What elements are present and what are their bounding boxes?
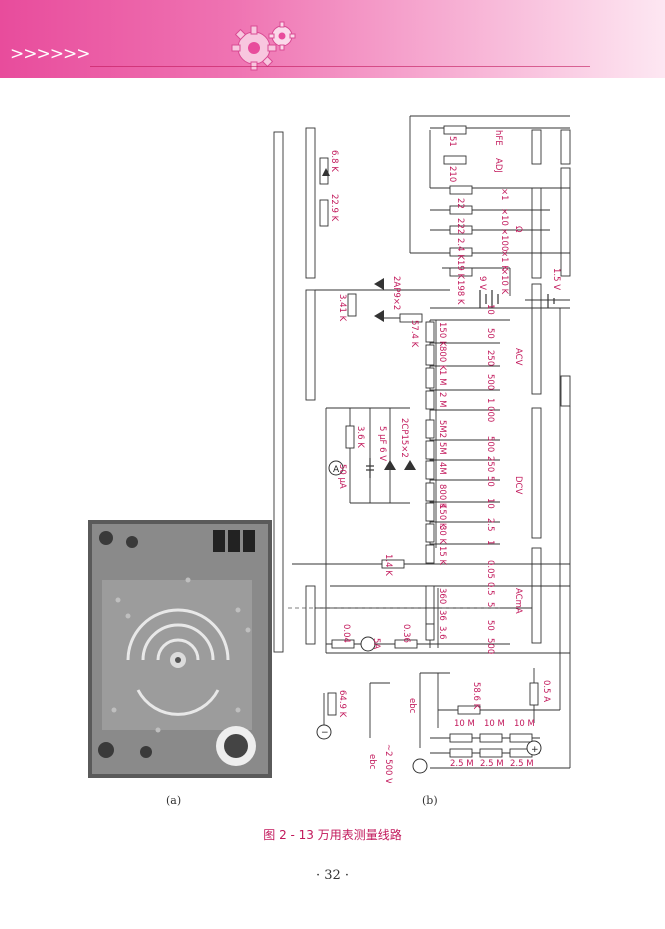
resistor-360-label: 360 <box>437 588 447 604</box>
gear-icon <box>231 21 296 71</box>
range-label-1: 50 <box>485 328 495 339</box>
resistor-10m-label-2: 10 M <box>484 719 505 729</box>
acv-label: ACV <box>513 348 523 366</box>
range-label-0: 10 <box>485 304 495 315</box>
adj-label: ADJ <box>493 158 503 173</box>
header-rule <box>90 66 590 67</box>
schematic-label: (b) <box>422 794 438 807</box>
resistor-3.41k-label: 3.41 K <box>337 294 347 322</box>
hfe-label: hFE <box>493 130 503 146</box>
resistor-64.9k-label: 64.9 K <box>337 690 347 718</box>
acma-label: ACmA <box>513 588 523 614</box>
plus-terminal: + <box>531 745 539 755</box>
resistor-2.5m-label-1: 2.5 M <box>450 759 474 769</box>
range-label-12: 0.5 <box>485 582 495 596</box>
capacitor-label: 5 μF 6 V <box>377 426 387 461</box>
ebc-socket-label: ebc <box>407 698 417 714</box>
ebc-socket-label-2: ebc <box>367 754 377 770</box>
resistor-22-label: 22 <box>455 198 465 209</box>
x100-label: ×100 <box>499 228 509 251</box>
resistor-150k-ac-label: 150 K <box>437 322 447 347</box>
resistor-10m-label-1: 10 M <box>454 719 475 729</box>
x1k-label: ×1 K <box>499 250 509 271</box>
resistor-58.6k-label: 58.6 K <box>471 682 481 710</box>
x1-label: ×1 <box>499 188 509 201</box>
resistor-2.5m-label-2: 2.5 M <box>480 759 504 769</box>
dcv-label: DCV <box>513 476 523 494</box>
range-label-9: 2.5 <box>485 518 495 532</box>
range-label-14: 50 <box>485 620 495 631</box>
range-label-15: 500 <box>485 638 495 654</box>
resistor-30k-label: 30 K <box>437 525 447 545</box>
fuse-label: 5A <box>371 638 381 649</box>
resistor-57.4k-label: 57.4 K <box>409 320 419 348</box>
resistor-51-label: 51 <box>447 136 457 147</box>
resistor-800k-dc-label: 800 K <box>437 484 447 509</box>
range-label-11: 0.05 <box>485 560 495 579</box>
ohm-label: Ω <box>513 226 523 233</box>
battery-1.5v-label: 1.5 V <box>551 268 561 290</box>
x10-label: ×10 <box>499 208 509 226</box>
resistor-36-label: 36 <box>437 610 447 621</box>
resistor-2m-label: 2 M <box>437 392 447 407</box>
resistor-4m-label: 4M <box>437 462 447 475</box>
resistor-5m-label: 5M <box>437 442 447 455</box>
acv-2500-label: ~2 500 V <box>383 744 393 783</box>
page-number: · 32 · <box>315 868 350 883</box>
measurement-circuit-schematic: A − + 51 210 hFE ADJ 6.8 K 22.9 K 22 222… <box>273 115 571 783</box>
range-label-6: 250 <box>485 456 495 472</box>
range-label-4: 1 000 <box>485 398 495 422</box>
resistor-1.4k-label: 1.4 K <box>383 554 393 576</box>
resistor-15k-label: 15 K <box>437 546 447 566</box>
resistor-150k-dc-label: 150 K <box>437 504 447 529</box>
resistor-3.6k-label: 3.6 K <box>355 426 365 448</box>
range-label-2: 250 <box>485 350 495 366</box>
resistor-2.5m-label-3: 2.5 M <box>510 759 534 769</box>
range-label-8: 10 <box>485 498 495 509</box>
chevron-decoration: >>>>>> <box>10 44 90 64</box>
battery-9v-label: 9 V <box>477 276 487 290</box>
resistor-210-label: 210 <box>447 166 457 182</box>
range-label-7: 50 <box>485 476 495 487</box>
minus-terminal: − <box>321 728 329 738</box>
range-label-5: 500 <box>485 436 495 452</box>
resistor-2.4k-label: 2.4 K <box>455 238 465 260</box>
resistor-222-label: 222 <box>455 218 465 234</box>
meter-label: 50 μA <box>337 464 347 489</box>
resistor-10m-label-3: 10 M <box>514 719 535 729</box>
pcb-photo <box>88 520 272 778</box>
resistor-19k-label: 19 K <box>455 260 465 280</box>
resistor-5m2-label: 5M2 <box>437 420 447 438</box>
fuse-0.5a-label: 0.5 A <box>541 680 551 702</box>
resistor-800k-ac-label: 800 K <box>437 346 447 371</box>
x10k-label: ×10 K <box>499 268 509 295</box>
range-label-13: 5 <box>485 602 495 607</box>
clamp-diode-label: 2CP15×2 <box>399 418 409 458</box>
resistor-3.6-label: 3.6 <box>437 626 447 640</box>
resistor-1m-label: 1 M <box>437 370 447 385</box>
range-label-10: 1 <box>485 540 495 545</box>
range-label-3: 500 <box>485 374 495 390</box>
figure-caption: 图 2 - 13 万用表测量线路 <box>263 828 402 842</box>
resistor-0.36-label: 0.36 <box>401 624 411 643</box>
resistor-6.8k-label: 6.8 K <box>329 150 339 172</box>
diode-2ap9-label: 2AP9×2 <box>391 276 401 310</box>
resistor-22.9k-label: 22.9 K <box>329 194 339 222</box>
resistor-0.04-label: 0.04 <box>341 624 351 643</box>
page-header-band: >>>>>> <box>0 0 665 78</box>
resistor-198k-label: 198 K <box>455 280 465 305</box>
photo-label: (a) <box>166 794 182 807</box>
meter-symbol: A <box>333 465 340 475</box>
